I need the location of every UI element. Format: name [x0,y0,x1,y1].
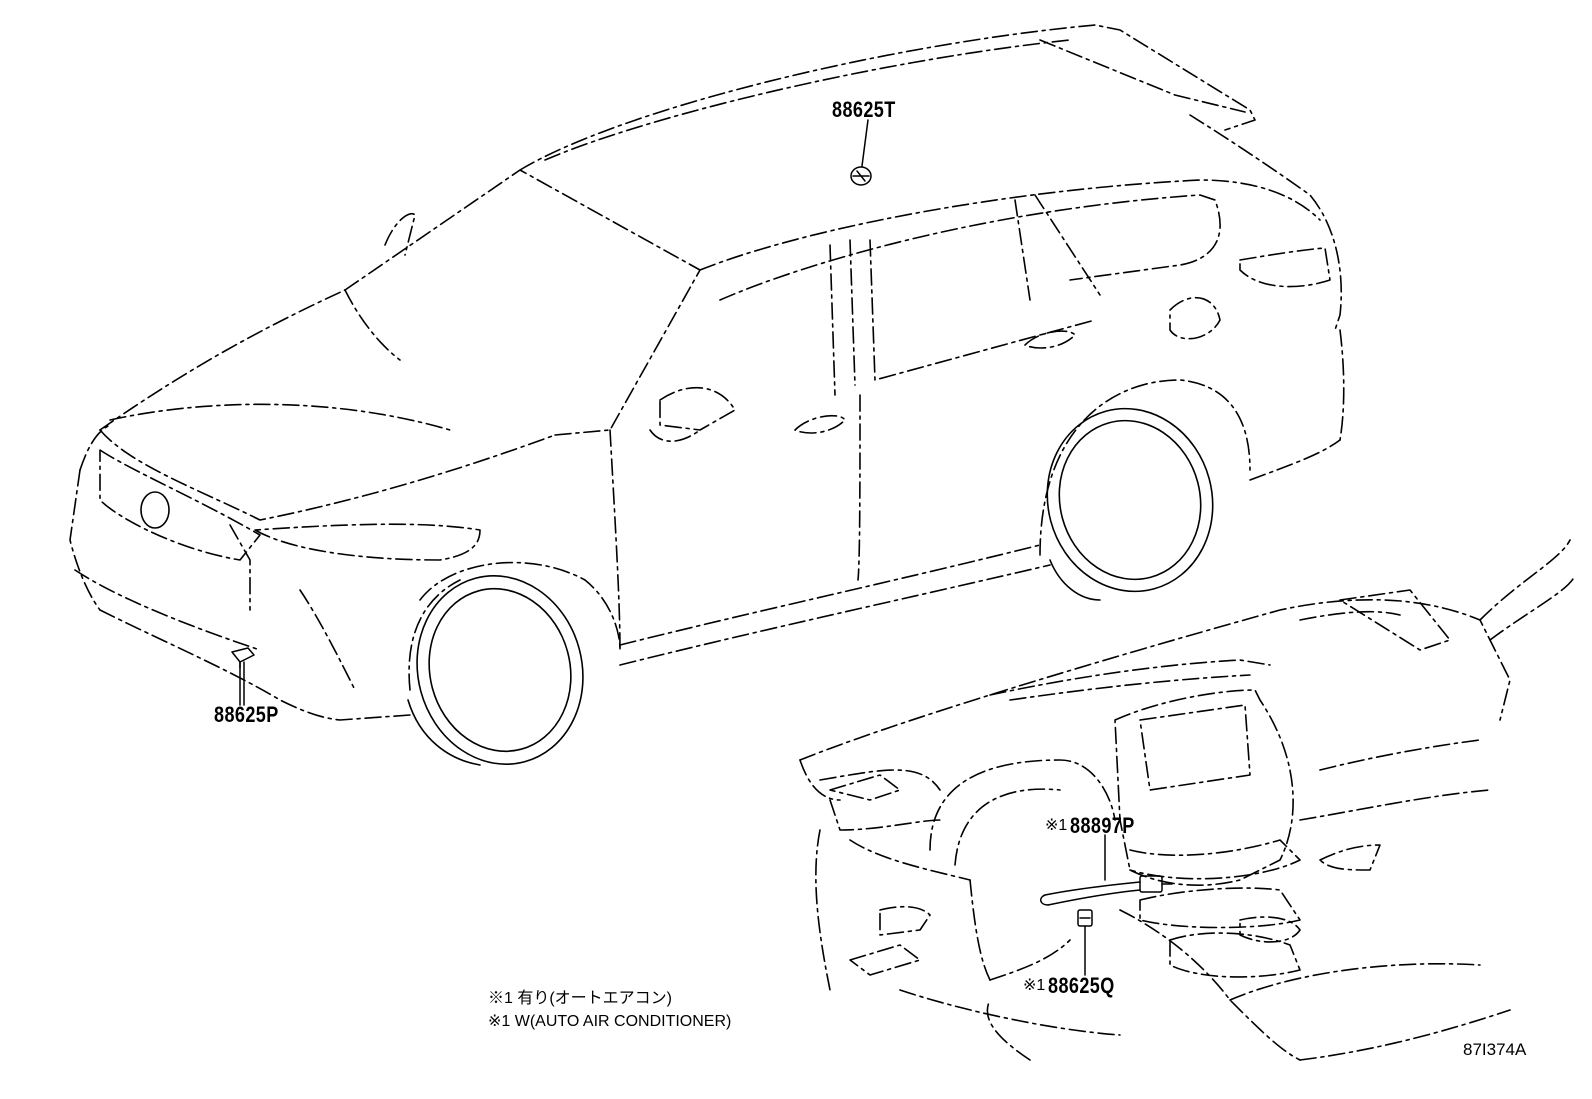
cabin-sensor-part [1077,909,1093,976]
option-mark-hose: ※1 [1045,817,1068,834]
part-label-88625q: 88625Q [1048,973,1115,998]
dashboard-outline [799,539,1576,1061]
suv-outline [69,24,1345,721]
aspirator-hose-part [1040,834,1173,906]
roof-sensor-part [850,119,872,186]
part-label-88625t: 88625T [832,97,896,122]
grille-emblem [140,491,170,529]
illustration-reference: 87I374A [1463,1040,1527,1059]
bumper-sensor-part [231,647,255,706]
wheels [407,407,1214,766]
part-label-88897p: 88897P [1070,813,1135,838]
part-label-88625p: 88625P [214,702,279,727]
footnote-english: ※1 W(AUTO AIR CONDITIONER) [488,1013,732,1030]
footnote-japanese: ※1 有り(オートエアコン) [488,990,673,1007]
option-mark-sensor: ※1 [1023,977,1046,994]
